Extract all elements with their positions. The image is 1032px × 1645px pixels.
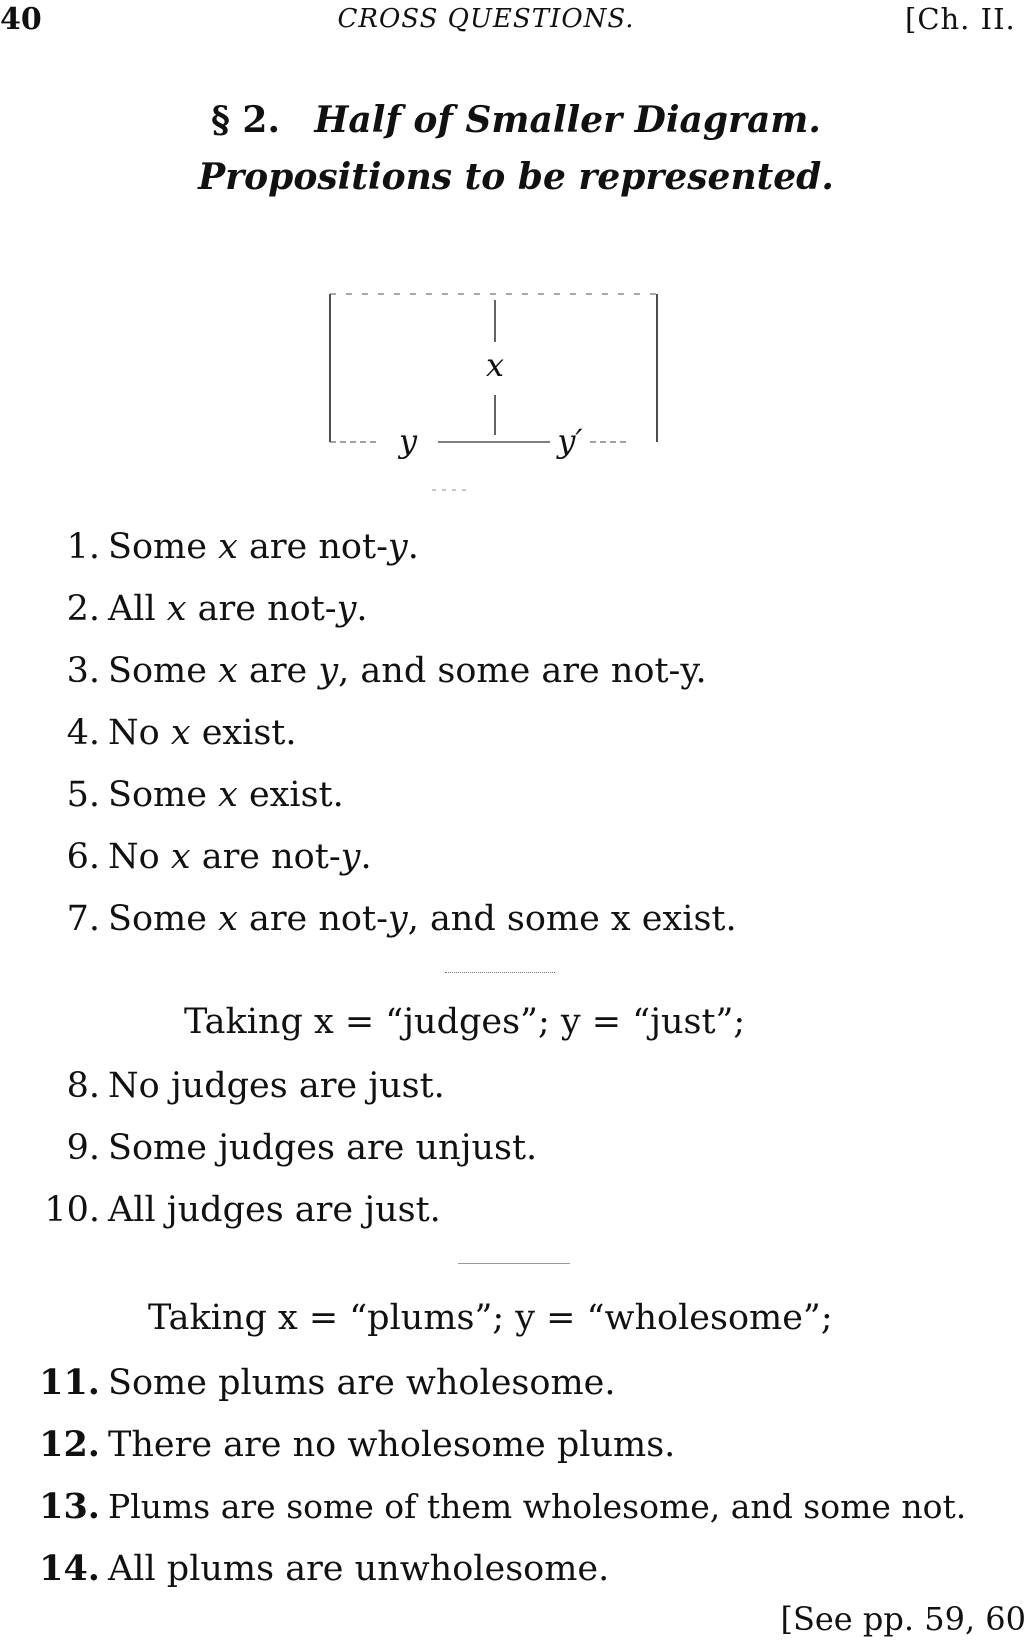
proposition-text: Some x exist.: [108, 775, 344, 815]
proposition-2: 2.All x are not-y.: [0, 589, 368, 629]
diagram-label-y-prime: y′: [555, 422, 583, 460]
running-title: CROSS QUESTIONS.: [337, 4, 635, 34]
section-heading: § 2. Half of Smaller Diagram. Propositio…: [0, 92, 1032, 205]
proposition-number: 1.: [66, 527, 100, 567]
proposition-number: 11.: [39, 1362, 100, 1403]
proposition-number: 6.: [66, 837, 100, 877]
proposition-4: 4.No x exist.: [0, 713, 297, 753]
half-diagram: x y y′: [329, 293, 658, 491]
separator: [458, 1263, 570, 1264]
page-number: 40: [0, 2, 42, 37]
proposition-text: No judges are just.: [108, 1066, 445, 1106]
section-mark: § 2.: [211, 99, 281, 141]
proposition-number: 7.: [66, 899, 100, 939]
proposition-number: 4.: [66, 713, 100, 753]
proposition-number: 12.: [39, 1424, 100, 1465]
diagram-label-y: y: [397, 422, 418, 460]
taking-judges: Taking x = “judges”; y = “just”;: [184, 1002, 746, 1042]
proposition-10: 10.All judges are just.: [0, 1190, 441, 1230]
proposition-number: 5.: [66, 775, 100, 815]
proposition-text: Some judges are unjust.: [108, 1128, 538, 1168]
proposition-text: Some plums are wholesome.: [108, 1363, 616, 1403]
proposition-6: 6.No x are not-y.: [0, 837, 372, 877]
section-subtitle: Propositions to be represented.: [198, 156, 834, 198]
proposition-3: 3.Some x are y, and some are not-y.: [0, 651, 707, 691]
proposition-text: Some x are y, and some are not-y.: [108, 651, 707, 691]
proposition-14: 14.All plums are unwholesome.: [0, 1548, 609, 1589]
section-title: Half of Smaller Diagram.: [314, 99, 821, 141]
proposition-12: 12.There are no wholesome plums.: [0, 1424, 675, 1465]
proposition-text: All plums are unwholesome.: [108, 1549, 610, 1589]
separator: [445, 972, 555, 973]
proposition-text: Plums are some of them wholesome, and so…: [108, 1487, 967, 1526]
proposition-text: All judges are just.: [108, 1190, 441, 1230]
taking-plums: Taking x = “plums”; y = “wholesome”;: [148, 1298, 833, 1338]
proposition-number: 3.: [66, 651, 100, 691]
section-heading-line1: § 2. Half of Smaller Diagram.: [0, 92, 1032, 149]
chapter-marker: [Ch. II.: [905, 2, 1016, 36]
proposition-number: 8.: [66, 1066, 100, 1106]
proposition-text: No x are not-y.: [108, 837, 372, 877]
diagram-label-x: x: [486, 346, 504, 384]
proposition-number: 2.: [66, 589, 100, 629]
proposition-text: No x exist.: [108, 713, 297, 753]
proposition-1: 1.Some x are not-y.: [0, 527, 419, 567]
proposition-9: 9.Some judges are unjust.: [0, 1128, 538, 1168]
proposition-text: All x are not-y.: [108, 589, 368, 629]
proposition-number: 14.: [39, 1548, 100, 1589]
proposition-8: 8.No judges are just.: [0, 1066, 445, 1106]
proposition-7: 7.Some x are not-y, and some x exist.: [0, 899, 737, 939]
proposition-number: 10.: [44, 1190, 100, 1230]
proposition-number: 13.: [39, 1486, 100, 1527]
proposition-text: Some x are not-y.: [108, 527, 419, 567]
proposition-11: 11.Some plums are wholesome.: [0, 1362, 615, 1403]
proposition-13: 13.Plums are some of them wholesome, and…: [0, 1486, 966, 1527]
cross-reference: [See pp. 59, 60: [780, 1600, 1026, 1638]
proposition-number: 9.: [66, 1128, 100, 1168]
proposition-text: There are no wholesome plums.: [108, 1425, 676, 1465]
proposition-text: Some x are not-y, and some x exist.: [108, 899, 737, 939]
proposition-5: 5.Some x exist.: [0, 775, 344, 815]
